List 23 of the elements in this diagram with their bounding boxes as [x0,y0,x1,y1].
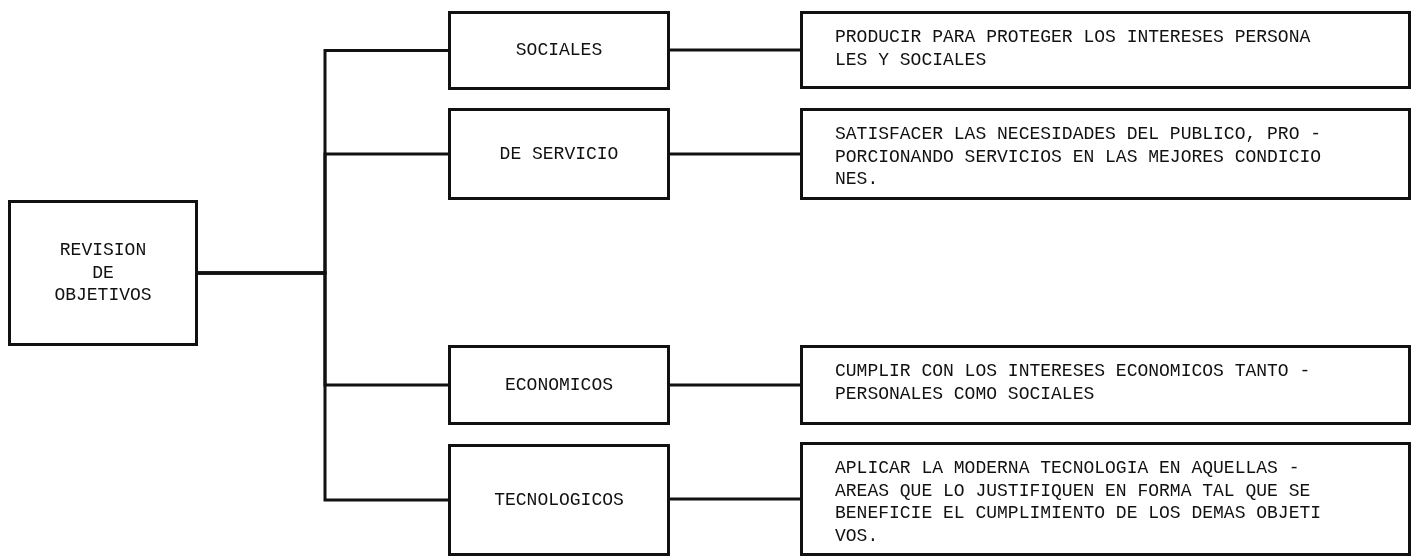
text-box [800,442,1411,556]
box-text: DE SERVICIO [499,142,619,166]
connector-line [670,497,800,501]
box-text: PRODUCIR PARA PROTEGER LOS INTERESES PERSONA LES Y SOCIALES [835,26,1312,71]
box-text: TECNOLOGICOS [494,488,624,512]
box-text: SOCIALES [515,39,603,62]
connector-line [670,383,800,387]
text-box [800,108,1411,200]
text-box [800,345,1411,425]
box-text: REVISION DE OBJETIVOS [53,239,153,307]
text-box [800,11,1411,89]
box-text: ECONOMICOS [505,373,613,397]
box-text: APLICAR LA MODERNA TECNOLOGIA EN AQUELLAS - AREAS QUE LO JUSTIFIQUEN EN FORMA TAL QUE SE BENEFICIE EL CUMPLIMIENTO DE LOS DEMAS OBJETI VOS. [835,457,1323,547]
text-box [448,345,670,425]
connector-line [670,152,800,156]
text-box [448,444,670,556]
text-box [448,108,670,200]
connector-line [198,271,448,502]
connector-line [670,48,800,52]
box-text: CUMPLIR CON LOS INTERESES ECONOMICOS TANTO - PERSONALES COMO SOCIALES [835,360,1312,405]
text-box [8,200,198,346]
text-box [448,11,670,90]
box-text: SATISFACER LAS NECESIDADES DEL PUBLICO, PRO - PORCIONANDO SERVICIOS EN LAS MEJORES CONDICIO NES. [835,123,1323,191]
